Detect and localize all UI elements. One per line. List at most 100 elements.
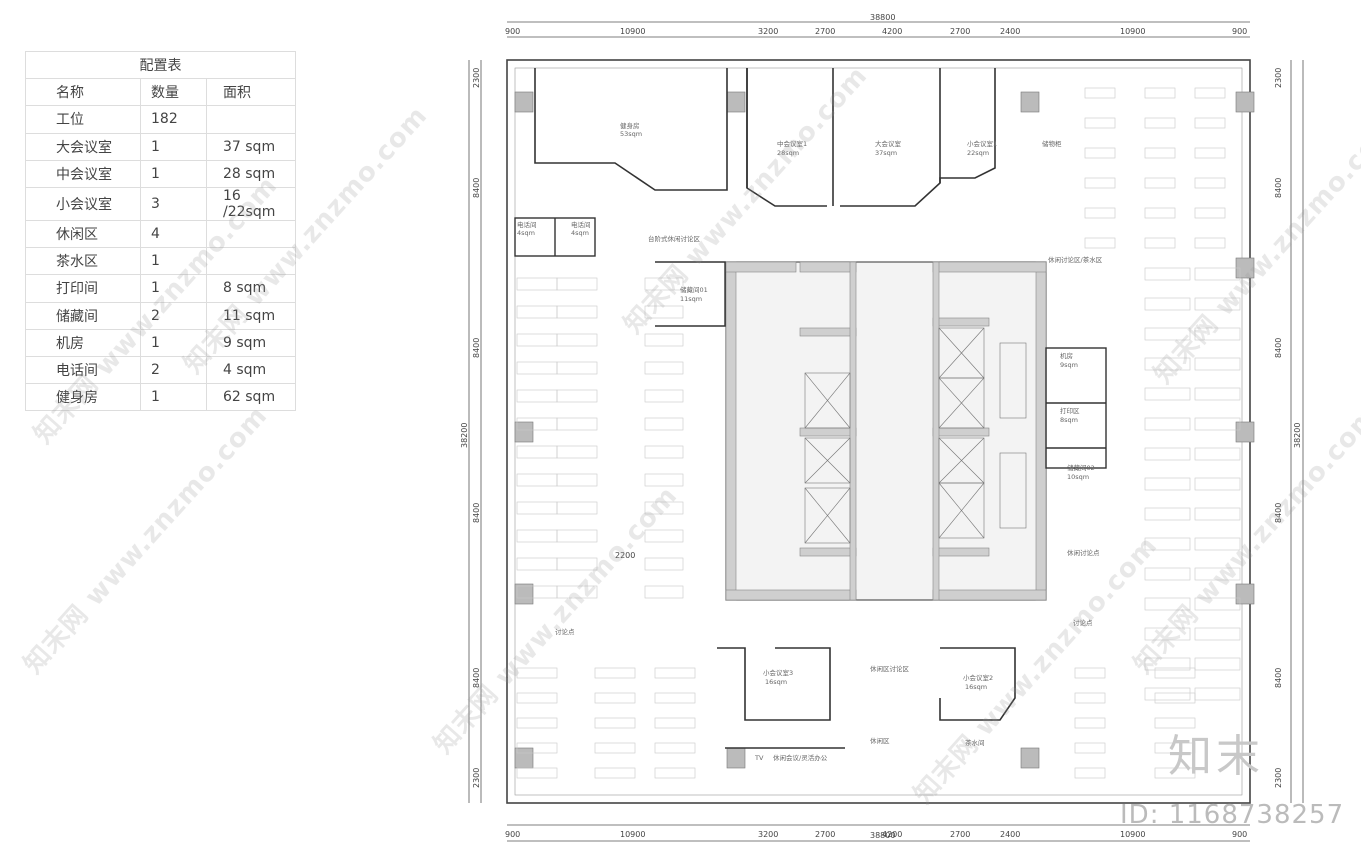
desk xyxy=(1074,667,1106,679)
table-cell: 面积 xyxy=(206,78,296,107)
desk xyxy=(644,557,684,571)
desk xyxy=(1144,87,1176,99)
label-machine: 机房 xyxy=(1060,351,1073,360)
table-cell: 数量 xyxy=(140,78,207,107)
floor-plan: 健身房 53sqm 中会议室1 28sqm 大会议室 37sqm 小会议室1 2… xyxy=(460,13,1304,842)
label-storage2-area: 10sqm xyxy=(1067,473,1089,481)
desk xyxy=(1144,687,1191,701)
desk xyxy=(1144,297,1191,311)
right-rooms-walls xyxy=(1045,347,1107,469)
desk xyxy=(1144,177,1176,189)
desk xyxy=(516,767,558,779)
elevators xyxy=(804,327,1027,544)
desk xyxy=(1194,657,1241,671)
table-cell: 182 xyxy=(140,105,207,134)
desk xyxy=(1194,477,1241,491)
dim-segment-label: 4200 xyxy=(882,830,902,839)
phone-booths xyxy=(514,217,596,257)
dim-segment-label: 900 xyxy=(1232,830,1247,839)
label-lounge-meeting: 休闲会议/灵活办公 xyxy=(773,753,828,762)
dim-segment-label: 900 xyxy=(505,27,520,36)
dim-segment-label: 4200 xyxy=(882,27,902,36)
dim-segment-label: 2700 xyxy=(815,830,835,839)
desk xyxy=(654,692,696,704)
desk xyxy=(1194,297,1241,311)
desk xyxy=(644,473,684,487)
desk xyxy=(1144,477,1191,491)
desk xyxy=(1084,207,1116,219)
dim-side-label-right: 2300 xyxy=(1274,768,1283,788)
dim-side-total-left: 38200 xyxy=(460,423,469,448)
desk xyxy=(516,742,558,754)
desk xyxy=(1194,447,1241,461)
label-mid-meeting-area: 28sqm xyxy=(777,149,799,157)
table-cell: 16 /22sqm xyxy=(206,186,296,221)
label-small-meeting3: 小会议室3 xyxy=(763,668,793,677)
dim-bottom-total: 38800 xyxy=(870,831,895,840)
desk xyxy=(516,501,558,515)
desk xyxy=(1194,177,1226,189)
dim-segment-label: 10900 xyxy=(620,830,645,839)
dim-segment-label: 2700 xyxy=(950,27,970,36)
desk xyxy=(516,667,558,679)
desk xyxy=(1074,767,1106,779)
id-label: ID: 1168738257 xyxy=(1120,800,1345,830)
dim-side-label-left: 2300 xyxy=(472,768,481,788)
dim-core-gap: 2200 xyxy=(615,551,635,560)
dim-top-total: 38800 xyxy=(870,13,895,22)
desk xyxy=(654,717,696,729)
label-phone2-area: 4sqm xyxy=(571,229,589,237)
desk xyxy=(516,305,558,319)
table-cell: 小会议室 xyxy=(25,186,141,221)
desk xyxy=(1194,237,1226,249)
desk xyxy=(1194,597,1241,611)
desk xyxy=(1144,267,1191,281)
desk xyxy=(1154,667,1196,679)
desk xyxy=(594,717,636,729)
desk xyxy=(644,529,684,543)
desk xyxy=(516,333,558,347)
desk xyxy=(1144,387,1191,401)
dim-side-label-right: 8400 xyxy=(1274,668,1283,688)
desk xyxy=(556,473,598,487)
table-cell: 11 sqm xyxy=(206,301,296,330)
desk xyxy=(1144,357,1191,371)
desk xyxy=(1194,567,1241,581)
desk xyxy=(556,501,598,515)
table-cell: 62 sqm xyxy=(206,383,296,412)
label-small-meeting2: 小会议室2 xyxy=(963,673,993,682)
dim-segment-label: 3200 xyxy=(758,830,778,839)
desk xyxy=(594,742,636,754)
dim-segment-label: 10900 xyxy=(1120,830,1145,839)
table-cell: 机房 xyxy=(25,328,141,357)
desk xyxy=(1144,507,1191,521)
label-storage-cab: 储物柜 xyxy=(1042,139,1062,148)
desk xyxy=(1084,147,1116,159)
label-gym-area: 53sqm xyxy=(620,130,642,138)
desk xyxy=(556,277,598,291)
desk xyxy=(654,667,696,679)
label-small-meeting1: 小会议室1 xyxy=(967,139,997,148)
label-phone1: 电话间 xyxy=(517,220,537,229)
desk xyxy=(1074,742,1106,754)
desk xyxy=(516,445,558,459)
desk xyxy=(556,333,598,347)
desk xyxy=(1154,717,1196,729)
desk xyxy=(1194,387,1241,401)
table-cell: 1 xyxy=(140,159,207,188)
desk xyxy=(1074,717,1106,729)
label-lounge-point: 休闲讨论点 xyxy=(1067,548,1100,557)
table-cell: 2 xyxy=(140,301,207,330)
table-title-row: 配置表 xyxy=(25,50,296,80)
desk xyxy=(1194,117,1226,129)
table-cell: 大会议室 xyxy=(25,132,141,161)
table-cell xyxy=(206,105,296,134)
label-small-meeting1-area: 22sqm xyxy=(967,149,989,157)
desk xyxy=(644,333,684,347)
desk xyxy=(556,305,598,319)
dim-side-label-left: 2300 xyxy=(472,68,481,88)
